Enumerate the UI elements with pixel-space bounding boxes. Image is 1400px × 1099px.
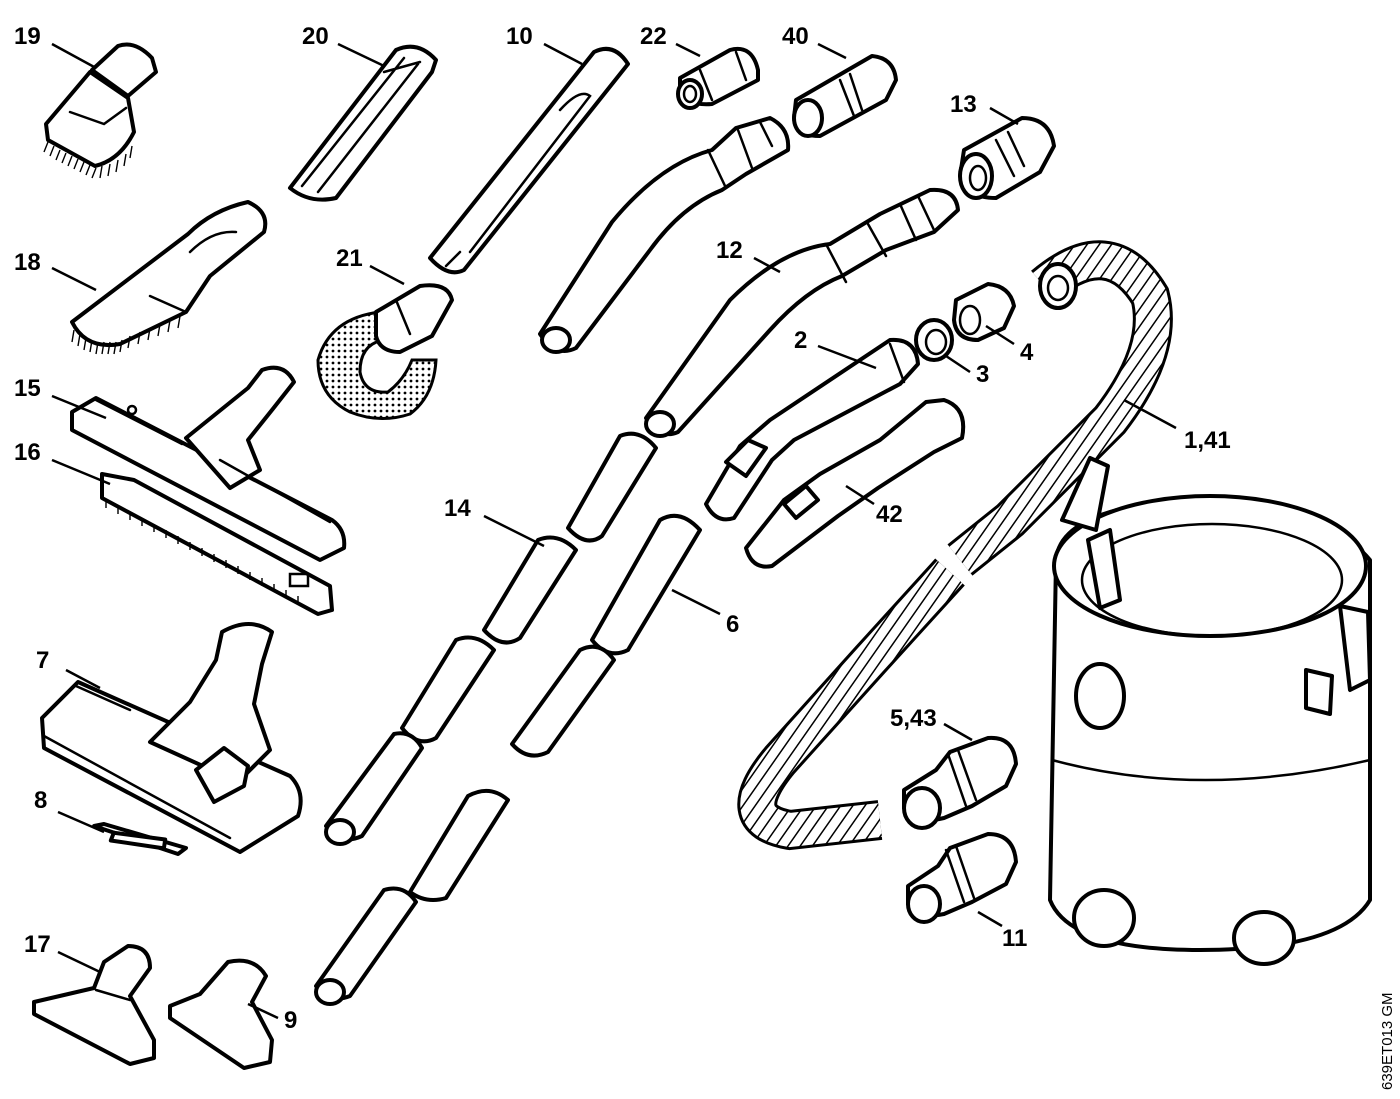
part-7-floor-nozzle xyxy=(40,622,303,854)
label-4: 4 xyxy=(1020,339,1034,366)
part-3-ring xyxy=(914,318,954,362)
label-10: 10 xyxy=(506,23,533,50)
part-21-round-brush xyxy=(316,283,454,420)
part-12-curved-tube xyxy=(644,187,960,438)
label-21: 21 xyxy=(336,245,363,272)
label-13: 13 xyxy=(950,91,977,118)
label-11: 11 xyxy=(1002,925,1027,952)
label-22: 22 xyxy=(640,23,667,50)
label-1-41: 1,41 xyxy=(1184,427,1231,454)
label-42: 42 xyxy=(876,501,903,528)
label-7: 7 xyxy=(36,647,49,674)
label-19: 19 xyxy=(14,23,41,50)
part-curved-tube-upper xyxy=(538,116,791,354)
part-6-extension-tubes xyxy=(314,513,702,1006)
label-5-43: 5,43 xyxy=(890,705,937,732)
part-11-connector xyxy=(906,832,1018,924)
label-40: 40 xyxy=(782,23,809,50)
label-3: 3 xyxy=(976,361,989,388)
label-17: 17 xyxy=(24,931,51,958)
part-40-adapter xyxy=(792,54,898,138)
label-15: 15 xyxy=(14,375,41,402)
part-4-nut xyxy=(952,282,1016,342)
part-5-43-connector xyxy=(902,735,1018,830)
part-17-upholstery-nozzle xyxy=(32,944,156,1066)
label-16: 16 xyxy=(14,439,41,466)
label-12: 12 xyxy=(716,237,743,264)
label-14: 14 xyxy=(444,495,471,522)
label-2: 2 xyxy=(794,327,807,354)
part-9-nozzle xyxy=(168,958,274,1070)
label-20: 20 xyxy=(302,23,329,50)
part-18-radiator-brush xyxy=(70,200,268,355)
label-18: 18 xyxy=(14,249,41,276)
part-42-handle xyxy=(744,398,966,569)
part-10-crevice-tool xyxy=(428,47,630,275)
part-8-strips xyxy=(92,822,188,856)
part-2-handle xyxy=(704,337,920,522)
label-8: 8 xyxy=(34,787,47,814)
leader-lines xyxy=(51,42,1177,1020)
part-19-upholstery-brush xyxy=(43,42,158,179)
drawing-code: 639ET013 GM xyxy=(1379,992,1396,1090)
label-6: 6 xyxy=(726,611,739,638)
part-1-41-suction-hose xyxy=(737,240,1173,851)
vacuum-canister xyxy=(1048,456,1372,966)
part-14-extension-tubes xyxy=(324,431,658,846)
label-9: 9 xyxy=(284,1007,297,1034)
part-labels: 19 20 10 22 40 13 18 21 12 15 16 2 3 4 1… xyxy=(14,23,1231,1034)
part-16-brush-strip xyxy=(100,472,334,616)
part-13-coupling xyxy=(958,116,1056,200)
part-22-adapter xyxy=(676,47,760,110)
part-20-crevice-nozzle xyxy=(288,44,438,202)
part-15-floor-nozzle xyxy=(70,365,347,562)
